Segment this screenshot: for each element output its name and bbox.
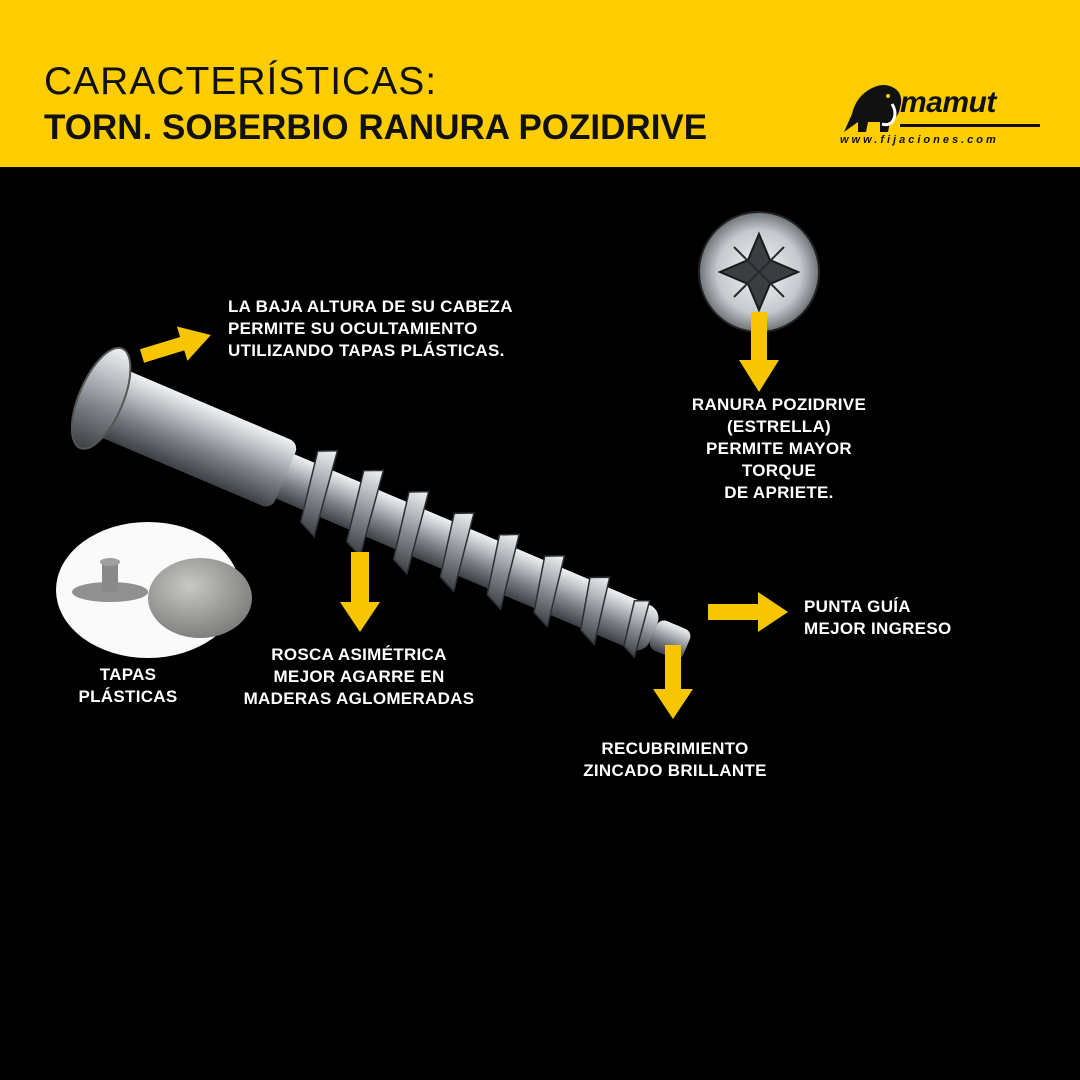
pozidrive-line-1: RANURA POZIDRIVE	[691, 395, 867, 414]
thread-line-2: MEJOR AGARRE EN	[273, 667, 445, 686]
pozidrive-line-4: TORQUE	[741, 461, 817, 480]
arrow-thread	[340, 552, 380, 632]
head-line-2: PERMITE SU OCULTAMIENTO	[228, 319, 478, 338]
title-line-2: TORN. SOBERBIO RANURA POZIDRIVE	[44, 108, 708, 147]
head-line-1: LA BAJA ALTURA DE SU CABEZA	[228, 297, 513, 316]
pozidrive-line-3: PERMITE MAYOR	[706, 439, 852, 458]
tip-annotation: PUNTA GUÍA MEJOR INGRESO	[804, 596, 951, 640]
screw-image	[70, 346, 691, 660]
tip-line-1: PUNTA GUÍA	[804, 597, 911, 616]
caps-line-1: TAPAS	[99, 665, 157, 684]
arrow-coating	[653, 645, 693, 719]
caps-line-2: PLÁSTICAS	[78, 687, 178, 706]
mammoth-icon	[844, 85, 902, 132]
tip-line-2: MEJOR INGRESO	[804, 619, 952, 638]
arrow-head	[139, 326, 211, 363]
pozidrive-annotation: RANURA POZIDRIVE (ESTRELLA) PERMITE MAYO…	[668, 394, 890, 504]
coating-annotation: RECUBRIMIENTO ZINCADO BRILLANTE	[560, 738, 790, 782]
header-banner: CARACTERÍSTICAS: TORN. SOBERBIO RANURA P…	[0, 0, 1080, 167]
thread-line-1: ROSCA ASIMÉTRICA	[271, 645, 447, 664]
brand-logo: mamut www.fijaciones.com	[838, 74, 1048, 154]
pozidrive-line-2: (ESTRELLA)	[726, 417, 832, 436]
coating-line-2: ZINCADO BRILLANTE	[583, 761, 767, 780]
logo-name: mamut	[900, 86, 996, 119]
logo-underline	[900, 124, 1040, 127]
thread-annotation: ROSCA ASIMÉTRICA MEJOR AGARRE EN MADERAS…	[220, 644, 498, 710]
caps-annotation: TAPAS PLÁSTICAS	[58, 664, 198, 708]
arrows	[139, 312, 788, 719]
pozidrive-line-5: DE APRIETE.	[724, 483, 834, 502]
title-line-1: CARACTERÍSTICAS:	[44, 60, 438, 103]
thread-line-3: MADERAS AGLOMERADAS	[243, 689, 475, 708]
plastic-caps-image	[56, 522, 252, 658]
pozidrive-head-image	[698, 211, 820, 333]
coating-line-1: RECUBRIMIENTO	[601, 739, 749, 758]
logo-url: www.fijaciones.com	[840, 134, 999, 146]
head-line-3: UTILIZANDO TAPAS PLÁSTICAS.	[228, 341, 505, 360]
arrow-tip	[708, 592, 788, 632]
arrow-pozidrive	[739, 312, 779, 392]
head-annotation: LA BAJA ALTURA DE SU CABEZA PERMITE SU O…	[228, 296, 513, 362]
